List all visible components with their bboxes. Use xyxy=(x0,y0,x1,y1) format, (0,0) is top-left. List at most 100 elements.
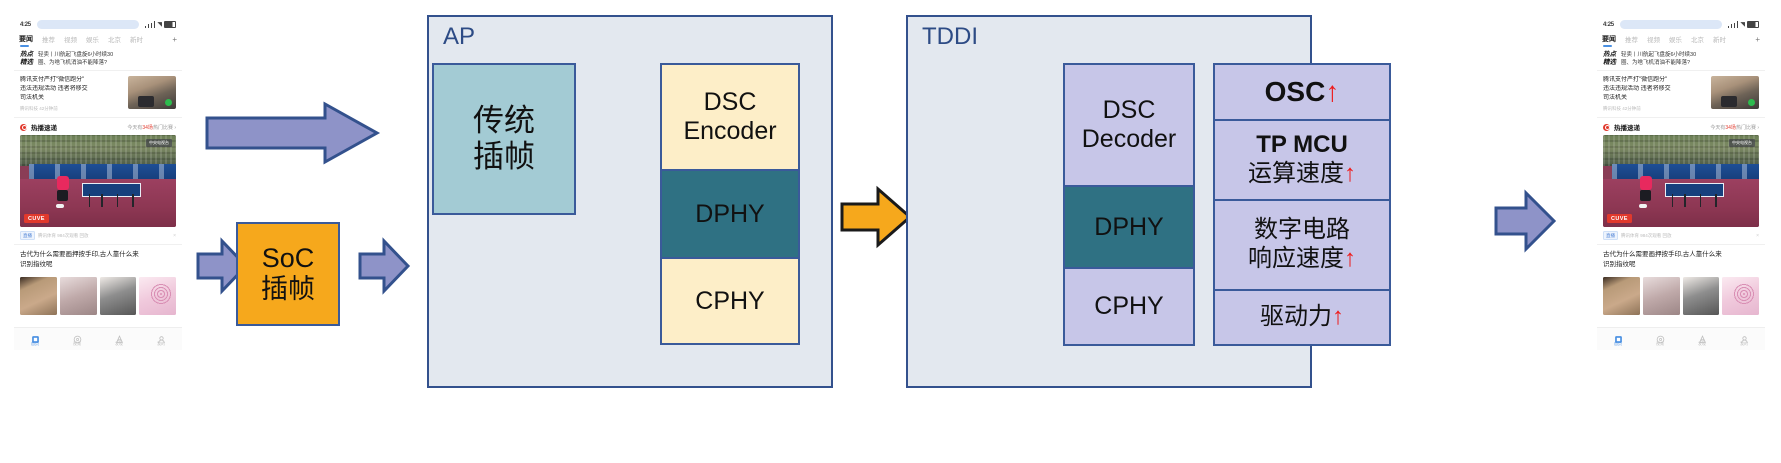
phone-live-chip: 直播 xyxy=(20,231,35,240)
phone-news-item[interactable]: 腾讯支付严打"微信跑分" 违法违规活动 违者将移交司法机关腾讯科技 42分钟前 xyxy=(1597,71,1765,118)
arrow-phone-to-ap xyxy=(205,101,381,165)
phone-bottom-nav: 首页视频 发现我的 xyxy=(14,327,182,350)
phone-nav-item-0[interactable]: 首页 xyxy=(1597,331,1639,347)
phone-news-line3: 司法机关 xyxy=(20,95,45,101)
phone-hot-lines: 轻卖丨川航起飞盘旋6小时续30 圈、为啥飞机消油不能降落? xyxy=(1621,51,1759,67)
phone-nav-label-3: 我的 xyxy=(1740,341,1748,346)
phone-tab-add[interactable]: + xyxy=(1755,34,1760,44)
phone-tab-4[interactable]: 北京 xyxy=(108,37,121,44)
phone-article-item[interactable]: 古代为什么需要画押按手印,古人靠什么来识别指纹呢 xyxy=(1597,245,1765,273)
phone-nav-item-1[interactable]: 视频 xyxy=(1639,331,1681,347)
phone-tab-1[interactable]: 推荐 xyxy=(42,37,55,44)
close-icon[interactable]: × xyxy=(1756,232,1759,239)
close-icon[interactable]: × xyxy=(173,232,176,239)
feature-drive-strength-up-arrow: ↑ xyxy=(1332,303,1344,331)
phone-news-line2: 违法违规活动 违者将移交 xyxy=(1603,86,1671,92)
phone-bottom-nav: 首页 视频 发现我的 xyxy=(1597,327,1765,350)
arrow-tddi-to-phone xyxy=(1494,189,1557,253)
signal-icon xyxy=(144,21,156,28)
phone-article-line2: 识别指纹呢 xyxy=(20,261,53,268)
phone-news-meta: 腾讯科技 42分钟前 xyxy=(1603,106,1641,111)
arrow-soc-to-ap xyxy=(358,237,411,295)
soc-label-line1: SoC xyxy=(261,242,315,273)
phone-status-bar: 4:25◥ xyxy=(14,18,182,31)
phone-news-item[interactable]: 腾讯支付严打"微信跑分"违法违规活动 违者将移交司法机关腾讯科技 42分钟前 xyxy=(14,71,182,118)
phone-hero-logo: 中央电视台 xyxy=(1729,139,1755,147)
phone-hot-line2: 圈、为啥飞机消油不能降落? xyxy=(1621,60,1691,66)
phone-tab-3[interactable]: 娱乐 xyxy=(1669,37,1682,44)
feature-osc-up-arrow: ↑ xyxy=(1325,76,1340,108)
phone-hot-line2: 圈、为啥飞机消油不能降落? xyxy=(38,60,108,66)
soc-label-line2: 插帧 xyxy=(261,274,315,304)
phone-news-line1: 腾讯支付严打"微信跑分" xyxy=(1603,77,1668,83)
ap-stack-cell-dphy: DPHY xyxy=(662,171,798,259)
ap-stack-cell-dsc-encoder: DSC Encoder xyxy=(662,65,798,171)
phone-nav-item-3[interactable]: 我的 xyxy=(1723,331,1765,347)
tddi-dsc-line2: Decoder xyxy=(1081,125,1177,153)
phone-tab-0[interactable]: 要闻 xyxy=(1602,36,1616,43)
tddi-title: TDDI xyxy=(922,23,978,50)
phone-section-count[interactable]: 今天有34场热门比赛 › xyxy=(127,124,176,131)
feature-digital-circuit-line1: 数字电路 xyxy=(1254,216,1350,244)
phone-tab-2[interactable]: 视频 xyxy=(1647,37,1660,44)
phone-status-bar: 4:25◥ xyxy=(1597,18,1765,31)
battery-icon xyxy=(1747,21,1759,28)
phone-hot-row[interactable]: 热点精选轻卖丨川航起飞盘旋6小时续30 圈、为啥飞机消油不能降落? xyxy=(1597,47,1765,71)
phone-nav-label-1: 视频 xyxy=(1656,341,1664,346)
phone-tab-2[interactable]: 视频 xyxy=(64,37,77,44)
phone-nav-item-2[interactable]: 发现 xyxy=(1681,331,1723,347)
phone-nav-label-1: 视频 xyxy=(73,341,81,346)
phone-hot-label: 热点精选 xyxy=(1603,51,1616,66)
phone-hot-label: 热点精选 xyxy=(20,51,33,66)
phone-nav-item-3[interactable]: 我的 xyxy=(140,331,182,347)
phone-nav-label-0: 首页 xyxy=(1614,341,1622,346)
phone-news-line1: 腾讯支付严打"微信跑分" xyxy=(20,77,85,83)
phone-section-title: 热播速递 xyxy=(1614,125,1640,132)
phone-tab-bar: 要闻 推荐 视频 娱乐 北京 新时 + xyxy=(14,31,182,44)
phone-news-line2: 违法违规活动 违者将移交 xyxy=(20,86,88,92)
home-icon xyxy=(31,331,40,343)
phone-news-thumbnail xyxy=(128,76,176,109)
phone-hero-tag: CUVE xyxy=(1607,214,1632,223)
phone-nav-item-0[interactable]: 首页 xyxy=(14,331,56,347)
feature-tp-mcu-up-arrow: ↑ xyxy=(1344,160,1356,187)
battery-icon xyxy=(164,21,176,28)
ap-phy-stack: DSC Encoder DPHY CPHY xyxy=(660,63,800,345)
phone-tab-3[interactable]: 娱乐 xyxy=(86,37,99,44)
profile-icon xyxy=(157,331,166,343)
phone-news-line3: 司法机关 xyxy=(1603,95,1628,101)
ap-title: AP xyxy=(443,23,476,50)
phone-nav-item-2[interactable]: 发现 xyxy=(98,331,140,347)
tddi-cphy-label: CPHY xyxy=(1094,292,1164,321)
live-badge-icon xyxy=(1603,123,1610,131)
wifi-icon: ◥ xyxy=(1740,22,1745,28)
phone-tab-add[interactable]: + xyxy=(172,34,177,44)
phone-tab-4[interactable]: 北京 xyxy=(1691,37,1704,44)
video-icon xyxy=(73,331,82,344)
phone-hot-line1: 轻卖丨川航起飞盘旋6小时续30 xyxy=(1621,52,1697,58)
live-badge-icon xyxy=(20,123,27,131)
phone-hero-meta: 直播腾讯体育 984次观看 回放× xyxy=(14,227,182,245)
phone-tab-5[interactable]: 新时 xyxy=(130,37,143,44)
feature-digital-circuit-up-arrow: ↑ xyxy=(1344,245,1356,272)
tddi-dphy-label: DPHY xyxy=(1094,212,1164,241)
ap-legacy-interpolation-box: 传统 插帧 xyxy=(432,63,576,215)
phone-tab-bar: 要闻 推荐 视频 娱乐 北京 新时 + xyxy=(1597,31,1765,44)
phone-tab-5[interactable]: 新时 xyxy=(1713,37,1726,44)
phone-tab-0[interactable]: 要闻 xyxy=(19,36,33,43)
phone-hero-meta-text: 腾讯体育 984次观看 回放 xyxy=(1621,232,1672,238)
phone-nav-label-3: 我的 xyxy=(157,341,165,346)
phone-section-count[interactable]: 今天有34场热门比赛 › xyxy=(1710,124,1759,131)
phone-tab-1[interactable]: 推荐 xyxy=(1625,37,1638,44)
ap-legacy-line1: 传统 xyxy=(473,103,535,139)
phone-notch xyxy=(1619,20,1722,29)
phone-article-gallery xyxy=(1597,273,1765,315)
phone-hero-video[interactable]: 中央电视台 CUVE xyxy=(1603,135,1759,227)
phone-article-item[interactable]: 古代为什么需要画押按手印,古人靠什么来识别指纹呢 xyxy=(14,245,182,273)
feature-osc-label: OSC xyxy=(1264,76,1326,108)
phone-nav-item-1[interactable]: 视频 xyxy=(56,331,98,347)
